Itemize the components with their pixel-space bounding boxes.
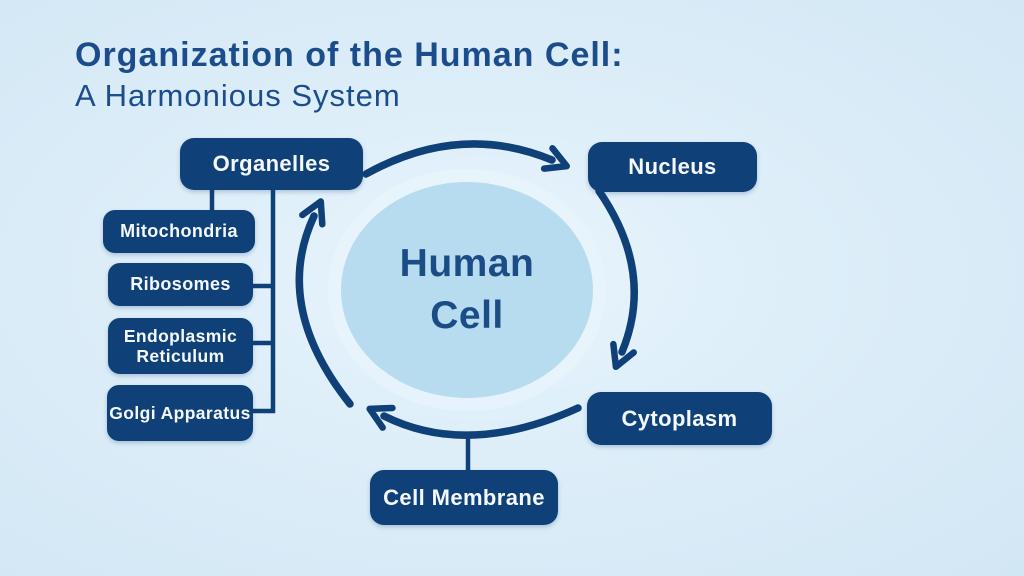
node-golgi-apparatus: Golgi Apparatus xyxy=(107,385,253,441)
page-title: Organization of the Human Cell: A Harmon… xyxy=(75,34,624,114)
node-cell-membrane: Cell Membrane xyxy=(370,470,558,525)
node-organelles: Organelles xyxy=(180,138,363,190)
human-cell-circle: Human Cell xyxy=(341,182,593,398)
title-line-1: Organization of the Human Cell: xyxy=(75,36,624,74)
node-nucleus-label: Nucleus xyxy=(628,154,717,179)
human-cell-label-line-2: Cell xyxy=(430,294,504,337)
cycle-arrow-bottom-icon xyxy=(366,404,582,439)
human-cell-label: Human Cell xyxy=(400,238,535,342)
node-nucleus: Nucleus xyxy=(588,142,757,192)
human-cell-label-line-1: Human xyxy=(399,242,535,286)
node-cytoplasm: Cytoplasm xyxy=(587,392,772,445)
cycle-arrow-left-icon xyxy=(295,198,354,408)
node-cytoplasm-label: Cytoplasm xyxy=(621,405,738,431)
node-golgi-apparatus-label: Golgi Apparatus xyxy=(109,402,251,423)
cycle-arrow-top-icon xyxy=(362,140,571,178)
title-line-2: A Harmonious System xyxy=(75,77,401,113)
node-mitochondria-label: Mitochondria xyxy=(120,221,238,242)
node-endoplasmic-reticulum-label: Endoplasmic Reticulum xyxy=(123,325,238,366)
node-mitochondria: Mitochondria xyxy=(103,210,255,253)
node-endoplasmic-reticulum: Endoplasmic Reticulum xyxy=(108,318,253,374)
cycle-arrow-right-icon xyxy=(595,187,638,371)
node-ribosomes: Ribosomes xyxy=(108,263,253,306)
node-organelles-label: Organelles xyxy=(212,151,331,176)
node-cell-membrane-label: Cell Membrane xyxy=(383,484,545,510)
node-ribosomes-label: Ribosomes xyxy=(130,274,231,295)
